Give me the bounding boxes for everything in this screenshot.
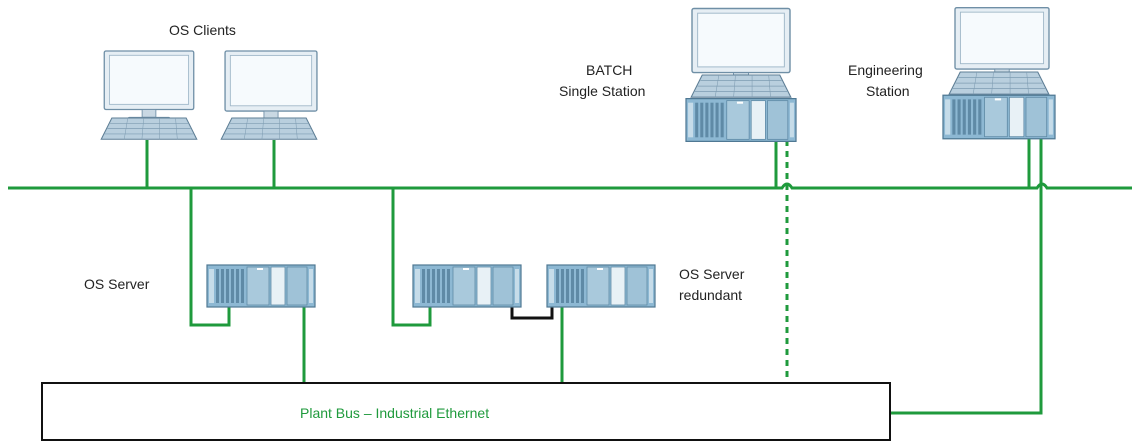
keyboard-icon bbox=[948, 71, 1050, 95]
os-redundant-label-line1: OS Server bbox=[679, 266, 745, 282]
server-rack-icon bbox=[546, 264, 656, 308]
os-clients-label: OS Clients bbox=[169, 22, 236, 38]
plant-bus: Plant Bus – Industrial Ethernet bbox=[41, 382, 891, 441]
batch-station bbox=[685, 7, 797, 143]
server-rack-icon bbox=[942, 94, 1056, 140]
redundancy-link bbox=[510, 306, 554, 320]
network-lines bbox=[8, 138, 1132, 415]
os-redundant-label-line2: redundant bbox=[679, 287, 742, 303]
plant-bus-label: Plant Bus – Industrial Ethernet bbox=[300, 405, 489, 421]
os-server-terminal-link bbox=[189, 188, 231, 327]
eng-plant-link bbox=[890, 138, 1043, 415]
server-rack-icon bbox=[206, 264, 316, 308]
engineering-station bbox=[942, 6, 1056, 140]
batch-label-line1: BATCH bbox=[586, 62, 632, 78]
keyboard-icon bbox=[690, 74, 792, 98]
engineering-label-line1: Engineering bbox=[848, 62, 923, 78]
plant-bus-box bbox=[41, 382, 891, 441]
engineering-label-line2: Station bbox=[866, 83, 910, 99]
os-server bbox=[206, 264, 316, 308]
os-server-redundant bbox=[412, 264, 656, 308]
monitor-icon bbox=[103, 50, 195, 124]
batch-label-line2: Single Station bbox=[559, 83, 645, 99]
server-rack-icon bbox=[685, 97, 797, 143]
keyboard-icon bbox=[220, 117, 318, 140]
os-client-2 bbox=[220, 50, 318, 140]
terminal-bus-line bbox=[8, 182, 1132, 190]
server-rack-icon bbox=[412, 264, 522, 308]
keyboard-icon bbox=[100, 117, 198, 140]
os-client-1 bbox=[100, 50, 198, 140]
os-server-label: OS Server bbox=[84, 276, 150, 292]
redundant-terminal-link bbox=[391, 188, 432, 327]
monitor-icon bbox=[224, 50, 318, 126]
